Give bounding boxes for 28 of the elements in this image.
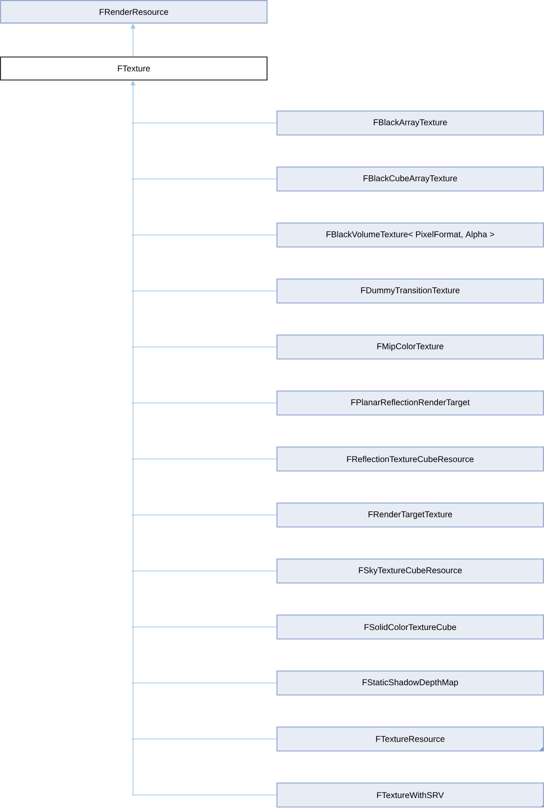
class-box: FSolidColorTextureCube (276, 614, 544, 640)
class-box: FBlackVolumeTexture< PixelFormat, Alpha > (276, 222, 544, 248)
class-box: FBlackArrayTexture (276, 110, 544, 136)
connector-line (132, 794, 277, 796)
connector-line (132, 682, 277, 684)
class-box: FSkyTextureCubeResource (276, 558, 544, 584)
class-box: FDummyTransitionTexture (276, 278, 544, 304)
connector-line (132, 346, 277, 348)
connector-line (132, 570, 277, 572)
connector-line (132, 458, 277, 460)
connector-line (132, 234, 277, 236)
connector-line (132, 738, 277, 740)
connector-line (132, 514, 277, 516)
class-box: FTextureWithSRV (276, 782, 544, 808)
class-box: FPlanarReflectionRenderTarget (276, 390, 544, 416)
connector-line (132, 626, 277, 628)
class-box: FStaticShadowDepthMap (276, 670, 544, 696)
class-box: FTexture (0, 56, 268, 80)
class-box: FReflectionTextureCubeResource (276, 446, 544, 472)
connector-line (132, 402, 277, 404)
connector-line (132, 290, 277, 292)
class-box: FMipColorTexture (276, 334, 544, 360)
class-box: FRenderResource (0, 0, 268, 24)
class-box: FRenderTargetTexture (276, 502, 544, 528)
class-box: FTextureResource (276, 726, 544, 752)
connector-line (132, 122, 277, 124)
connector-line (132, 178, 277, 180)
class-box: FBlackCubeArrayTexture (276, 166, 544, 192)
